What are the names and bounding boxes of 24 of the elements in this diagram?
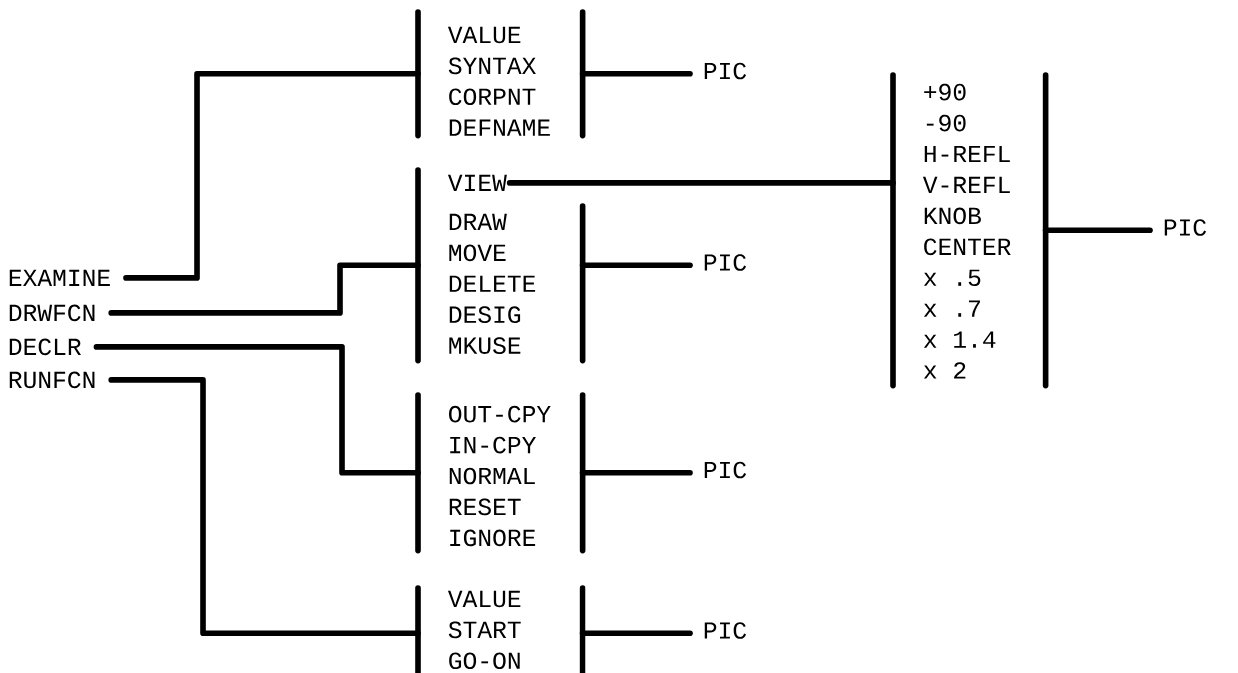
- menu-item: EXAMINE: [9, 269, 110, 286]
- connector-line: [108, 262, 421, 316]
- output-label: PIC: [704, 622, 747, 639]
- connector-line: [579, 630, 693, 637]
- menu-item: RUNFCN: [9, 371, 95, 389]
- connector-line: [1042, 227, 1153, 234]
- output-label: PIC: [704, 62, 747, 80]
- output-label: PIC: [1164, 219, 1207, 236]
- bracketed-list: OUT-CPY IN-CPY NORMAL RESET IGNORE: [415, 392, 586, 554]
- bracketed-list: VALUE START GO-ON: [415, 585, 586, 673]
- menu-item: DRWFCN: [9, 304, 95, 322]
- connector-line: [579, 71, 693, 77]
- menu-item: DECLR: [9, 338, 81, 356]
- bracketed-list: +90 -90 H-REFL V-REFL KNOB CENTER x .5 x .7 x 1.4 x 2: [890, 72, 1049, 389]
- connector-line: [506, 180, 896, 186]
- connector-line: [579, 470, 693, 476]
- connector-line: [579, 262, 693, 269]
- output-label: PIC: [704, 254, 747, 271]
- bracketed-list: VALUE SYNTAX CORPNT DEFNAME: [415, 9, 586, 139]
- output-label: PIC: [704, 461, 747, 479]
- connector-line: [108, 377, 421, 637]
- connector-line: [93, 344, 421, 476]
- menu-item: VIEW: [447, 174, 507, 191]
- connector-line: [123, 71, 421, 281]
